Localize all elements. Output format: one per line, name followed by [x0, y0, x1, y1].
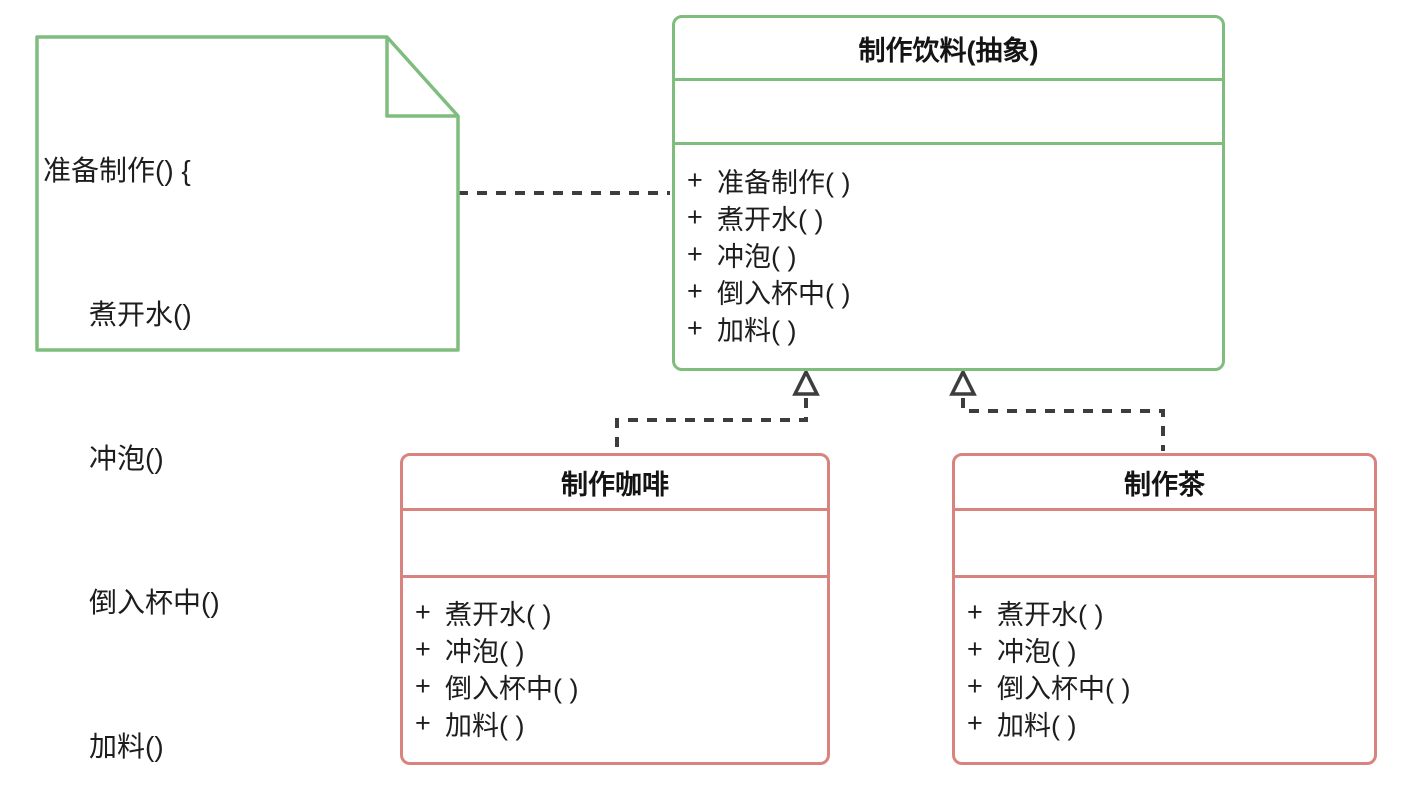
class-title: 制作咖啡	[403, 456, 827, 511]
class-methods-compartment: + 煮开水( ) + 冲泡( ) + 倒入杯中( ) + 加料( )	[403, 578, 827, 742]
method-row: + 准备制作( )	[675, 162, 1222, 199]
method-row: + 加料( )	[675, 310, 1222, 347]
method-visibility: +	[687, 202, 703, 232]
method-name: 倒入杯中( )	[997, 674, 1131, 704]
class-fields-compartment	[675, 81, 1222, 145]
note-line: 煮开水()	[89, 299, 192, 330]
method-visibility: +	[687, 165, 703, 195]
method-name: 准备制作( )	[717, 168, 851, 198]
method-visibility: +	[687, 313, 703, 343]
method-row: + 倒入杯中( )	[675, 273, 1222, 310]
class-fields-compartment	[403, 511, 827, 578]
hollow-triangle-arrowhead-icon	[792, 368, 820, 396]
note-pseudocode[interactable]: 准备制作() { 煮开水() 冲泡() 倒入杯中() 加料() }	[35, 35, 460, 762]
method-visibility: +	[967, 634, 983, 664]
method-visibility: +	[415, 597, 431, 627]
method-row: + 加料( )	[403, 705, 827, 742]
method-name: 倒入杯中( )	[445, 674, 579, 704]
class-methods-compartment: + 煮开水( ) + 冲泡( ) + 倒入杯中( ) + 加料( )	[955, 578, 1374, 742]
method-name: 加料( )	[445, 711, 525, 741]
hollow-triangle-arrowhead-icon	[949, 368, 977, 396]
method-name: 冲泡( )	[445, 637, 525, 667]
class-fields-compartment	[955, 511, 1374, 578]
note-line: 冲泡()	[89, 443, 164, 474]
method-row: + 冲泡( )	[955, 631, 1374, 668]
class-methods-compartment: + 准备制作( ) + 煮开水( ) + 冲泡( ) + 倒入杯中( ) + 加…	[675, 145, 1222, 347]
class-title: 制作茶	[955, 456, 1374, 511]
method-row: + 倒入杯中( )	[955, 668, 1374, 705]
realization-arrow-coffee	[615, 368, 820, 451]
method-visibility: +	[967, 597, 983, 627]
method-visibility: +	[687, 239, 703, 269]
class-box-coffee[interactable]: 制作咖啡 + 煮开水( ) + 冲泡( ) + 倒入杯中( ) + 加料( )	[400, 453, 830, 765]
method-row: + 煮开水( )	[675, 199, 1222, 236]
realization-dashed-path	[961, 398, 1165, 451]
method-visibility: +	[415, 634, 431, 664]
method-name: 煮开水( )	[997, 600, 1104, 630]
method-visibility: +	[967, 708, 983, 738]
method-visibility: +	[687, 276, 703, 306]
realization-dashed-path	[615, 398, 808, 451]
class-box-tea[interactable]: 制作茶 + 煮开水( ) + 冲泡( ) + 倒入杯中( ) + 加料( )	[952, 453, 1377, 765]
method-name: 冲泡( )	[717, 242, 797, 272]
method-name: 煮开水( )	[445, 600, 552, 630]
method-row: + 冲泡( )	[403, 631, 827, 668]
method-visibility: +	[415, 708, 431, 738]
method-visibility: +	[967, 671, 983, 701]
method-row: + 冲泡( )	[675, 236, 1222, 273]
note-text: 准备制作() { 煮开水() 冲泡() 倒入杯中() 加料() }	[43, 51, 383, 808]
method-visibility: +	[415, 671, 431, 701]
method-name: 冲泡( )	[997, 637, 1077, 667]
class-box-beverage-abstract[interactable]: 制作饮料(抽象) + 准备制作( ) + 煮开水( ) + 冲泡( ) + 倒入…	[672, 15, 1225, 371]
method-name: 加料( )	[997, 711, 1077, 741]
method-row: + 加料( )	[955, 705, 1374, 742]
method-name: 加料( )	[717, 316, 797, 346]
method-name: 倒入杯中( )	[717, 279, 851, 309]
method-row: + 倒入杯中( )	[403, 668, 827, 705]
method-row: + 煮开水( )	[955, 594, 1374, 631]
method-row: + 煮开水( )	[403, 594, 827, 631]
note-line: 倒入杯中()	[89, 587, 220, 618]
note-line: 准备制作() {	[43, 155, 191, 186]
method-name: 煮开水( )	[717, 205, 824, 235]
note-folded-corner-shape	[35, 35, 460, 352]
realization-arrow-tea	[949, 368, 1165, 451]
class-title: 制作饮料(抽象)	[675, 18, 1222, 81]
note-line: 加料()	[89, 731, 164, 762]
